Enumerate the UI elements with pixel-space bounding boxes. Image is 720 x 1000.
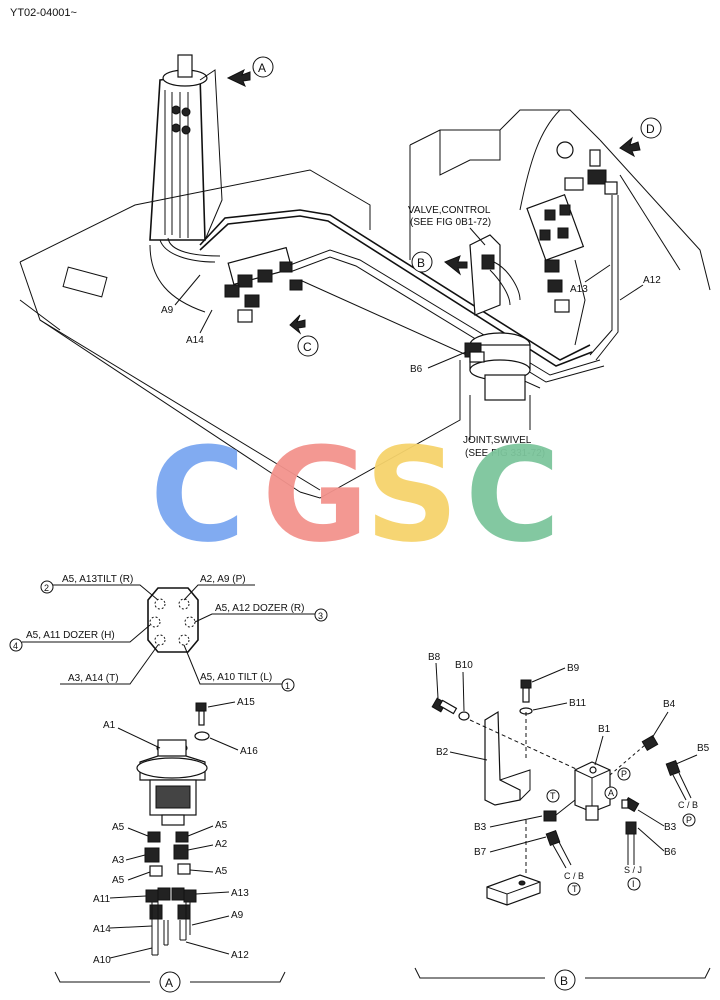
detail-a-label-a10: A10 <box>93 955 111 966</box>
detail-a-label-a9: A9 <box>231 910 244 921</box>
callout-a-circle <box>252 56 274 78</box>
watermark-letter-3: S <box>365 419 459 571</box>
label-a9: A9 <box>161 305 174 316</box>
detail-a-label-a5-r1: A5 <box>215 820 228 831</box>
watermark-letter-4: C <box>465 419 560 571</box>
detail-a-label-a3: A3 <box>112 855 125 866</box>
detail-b-label-b3-l: B3 <box>474 822 487 833</box>
document-id: YT02-04001~ <box>10 7 77 19</box>
detail-a-label-a2: A2 <box>215 839 228 850</box>
label-joint-swivel: JOINT,SWIVEL <box>463 435 532 446</box>
detail-a-label-a14: A14 <box>93 924 111 935</box>
port-num-2: 2 <box>44 583 49 593</box>
section-label-b: B <box>560 974 568 988</box>
detail-b-port-t1: T <box>550 791 556 801</box>
port-num-3: 3 <box>318 611 323 621</box>
watermark-letter-1: C <box>150 419 245 571</box>
callout-c: C <box>303 340 312 354</box>
detail-b-label-cb1: C / B <box>564 871 584 881</box>
detail-b-port-i: I <box>632 879 635 889</box>
detail-b-label-sj: S / J <box>624 865 642 875</box>
detail-a-label-a11: A11 <box>93 894 110 905</box>
detail-b-label-b1: B1 <box>598 724 611 735</box>
swivel-joint <box>464 332 531 440</box>
detail-b-port-a: A <box>608 788 614 798</box>
label-a13: A13 <box>570 284 588 295</box>
detail-a-label-a5-r2: A5 <box>215 866 228 877</box>
detail-a-label-a15: A15 <box>237 697 255 708</box>
detail-b-label-cb2: C / B <box>678 800 698 810</box>
port-label-a3a14: A3, A14 (T) <box>68 673 119 684</box>
bracket-b <box>469 234 521 316</box>
control-valve-d <box>526 149 619 361</box>
detail-b: B8 B10 B9 B11 B2 B1 B4 P <box>414 652 711 991</box>
detail-b-port-p1: P <box>621 769 627 779</box>
callout-b: B <box>417 256 425 270</box>
detail-a-label-a5-l1: A5 <box>112 822 125 833</box>
callout-d: D <box>646 122 655 136</box>
detail-a-label-a1: A1 <box>103 720 116 731</box>
detail-b-port-p2: P <box>686 815 692 825</box>
detail-a-label-a5-l2: A5 <box>112 875 125 886</box>
watermark: C G S C <box>150 419 560 571</box>
port-diagram: 2 A5, A13TILT (R) A2, A9 (P) A5, A12 DOZ… <box>9 574 328 692</box>
label-joint-swivel-ref: (SEE FIG 331-72) <box>465 448 545 459</box>
detail-b-label-b8: B8 <box>428 652 441 663</box>
port-label-a2a9: A2, A9 (P) <box>200 574 246 585</box>
main-assembly: A C <box>19 54 711 499</box>
detail-b-label-b5: B5 <box>697 743 710 754</box>
section-label-a: A <box>165 976 173 990</box>
port-label-tilt-r: A5, A13TILT (R) <box>62 574 133 585</box>
detail-b-label-b2: B2 <box>436 747 449 758</box>
callout-a: A <box>258 61 266 75</box>
port-label-dozer-h: A5, A11 DOZER (H) <box>26 630 115 641</box>
port-label-tilt-l: A5, A10 TILT (L) <box>200 672 272 683</box>
port-num-1: 1 <box>285 681 290 691</box>
label-a12: A12 <box>643 275 661 286</box>
label-a14: A14 <box>186 335 204 346</box>
detail-b-label-b3-r: B3 <box>664 822 677 833</box>
port-num-4: 4 <box>13 641 18 651</box>
port-label-dozer-r: A5, A12 DOZER (R) <box>215 603 304 614</box>
watermark-letter-2: G <box>262 419 369 571</box>
detail-a: A15 A16 A1 A5 A5 A3 A2 A5 A5 <box>54 697 286 993</box>
detail-b-label-b4: B4 <box>663 699 676 710</box>
detail-a-label-a16: A16 <box>240 746 258 757</box>
detail-b-port-t2: T <box>572 884 578 894</box>
manifold-c <box>224 246 303 323</box>
label-valve-control-ref: (SEE FIG 0B1-72) <box>410 217 491 228</box>
detail-b-label-b6: B6 <box>664 847 677 858</box>
detail-b-label-b7: B7 <box>474 847 487 858</box>
detail-a-label-a12: A12 <box>231 950 249 961</box>
label-b6: B6 <box>410 364 423 375</box>
label-valve-control: VALVE,CONTROL <box>408 205 491 216</box>
detail-b-label-b9: B9 <box>567 663 580 674</box>
detail-a-label-a13: A13 <box>231 888 249 899</box>
detail-b-label-b10: B10 <box>455 660 473 671</box>
detail-b-label-b11: B11 <box>569 698 586 709</box>
